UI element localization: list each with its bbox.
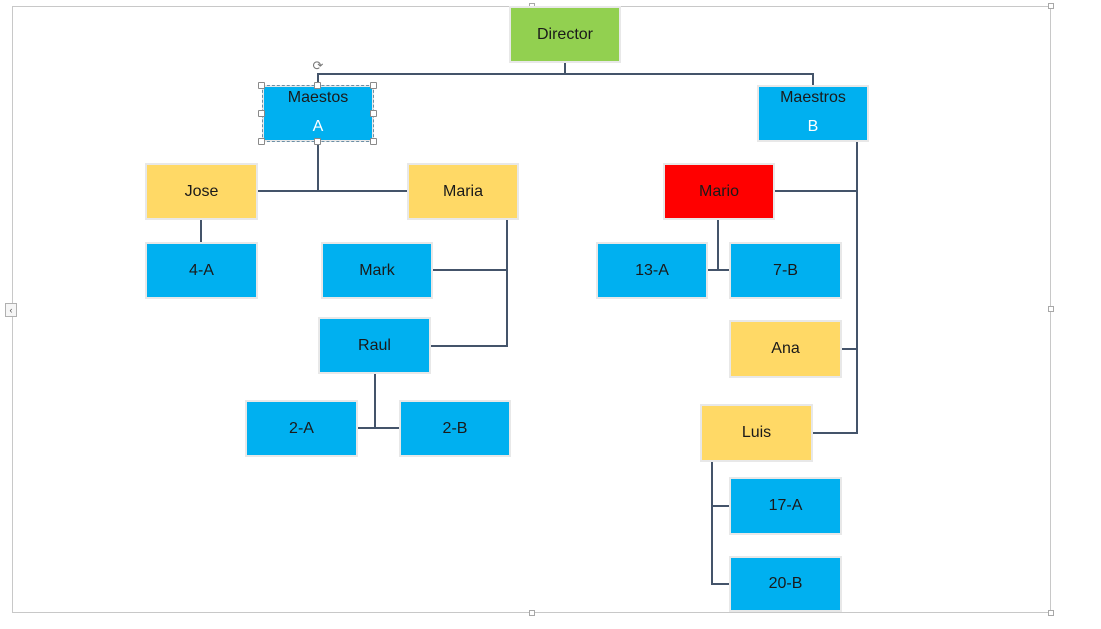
node-label: Maestos: [287, 89, 349, 106]
resize-handle-nw[interactable]: [258, 82, 265, 89]
resize-handle-sw[interactable]: [258, 138, 265, 145]
connector-line: [711, 583, 730, 585]
rotate-handle-icon[interactable]: ⟳: [312, 58, 324, 73]
resize-handle-e[interactable]: [370, 110, 377, 117]
connector-line: [431, 269, 508, 271]
connector-line: [430, 345, 508, 347]
connector-line: [317, 73, 319, 86]
resize-handle-w[interactable]: [258, 110, 265, 117]
node-ana[interactable]: Ana: [729, 320, 842, 378]
frame-handle-right[interactable]: [1048, 306, 1054, 312]
connector-line: [774, 190, 858, 192]
node-4a[interactable]: 4-A: [145, 242, 258, 299]
node-label: Maestros: [780, 89, 846, 106]
node-mark[interactable]: Mark: [321, 242, 433, 299]
connector-line: [841, 348, 858, 350]
node-luis[interactable]: Luis: [700, 404, 813, 462]
node-label: Raul: [358, 336, 391, 354]
connector-line: [374, 373, 376, 428]
diagram-frame[interactable]: [12, 6, 1051, 613]
node-label: 7-B: [773, 261, 798, 279]
node-mario[interactable]: Mario: [663, 163, 775, 220]
connector-line: [812, 73, 814, 86]
node-label: 17-A: [768, 497, 803, 514]
frame-handle-bottom[interactable]: [529, 610, 535, 616]
resize-handle-ne[interactable]: [370, 82, 377, 89]
resize-handle-se[interactable]: [370, 138, 377, 145]
frame-handle-top-right[interactable]: [1048, 3, 1054, 9]
node-maestros-b[interactable]: Maestros B: [757, 85, 869, 142]
node-director[interactable]: Director: [509, 6, 621, 63]
node-label: Director: [536, 25, 593, 43]
node-17a[interactable]: 17-A: [729, 477, 842, 535]
chevron-left-icon: ‹: [9, 305, 13, 315]
connector-line: [717, 219, 719, 270]
connector-line: [317, 140, 319, 191]
node-label: Mario: [698, 182, 739, 200]
frame-handle-bottom-right[interactable]: [1048, 610, 1054, 616]
connector-line: [564, 62, 566, 74]
node-label: Ana: [771, 340, 800, 357]
node-label: 2-B: [442, 419, 468, 437]
node-label: 13-A: [635, 261, 669, 279]
node-sublabel: A: [312, 118, 324, 135]
node-label: 4-A: [189, 261, 214, 279]
connector-line: [706, 269, 730, 271]
node-7b[interactable]: 7-B: [729, 242, 842, 299]
connector-line: [200, 219, 202, 242]
node-maestros-a[interactable]: Maestos A: [262, 85, 374, 142]
connector-line: [711, 505, 730, 507]
node-label: 20-B: [768, 575, 803, 592]
connector-line: [317, 73, 814, 75]
connector-line: [711, 460, 713, 585]
node-2a[interactable]: 2-A: [245, 400, 358, 457]
connector-line: [856, 140, 858, 433]
resize-handle-n[interactable]: [314, 82, 321, 89]
node-label: Mark: [359, 261, 395, 279]
resize-handle-s[interactable]: [314, 138, 321, 145]
node-maria[interactable]: Maria: [407, 163, 519, 220]
connector-line: [506, 219, 508, 347]
text-pane-toggle[interactable]: ‹: [5, 303, 17, 317]
node-raul[interactable]: Raul: [318, 317, 431, 374]
node-label: 2-A: [289, 419, 314, 437]
node-label: Jose: [184, 182, 219, 200]
connector-line: [257, 190, 408, 192]
node-2b[interactable]: 2-B: [399, 400, 511, 457]
node-label: Luis: [741, 424, 772, 441]
node-20b[interactable]: 20-B: [729, 556, 842, 612]
node-jose[interactable]: Jose: [145, 163, 258, 220]
node-sublabel: B: [807, 118, 819, 135]
node-label: Maria: [442, 182, 483, 200]
node-13a[interactable]: 13-A: [596, 242, 708, 299]
connector-line: [356, 427, 400, 429]
connector-line: [812, 432, 858, 434]
